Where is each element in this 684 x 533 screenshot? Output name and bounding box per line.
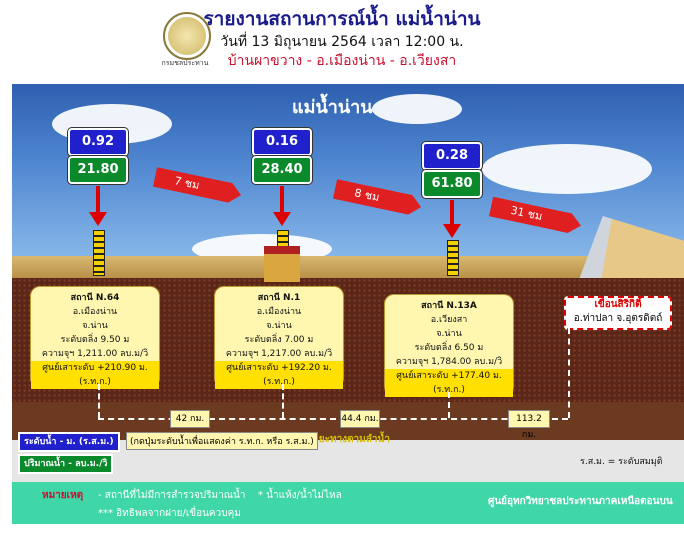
distance-connector: [98, 384, 100, 418]
rid-logo-icon: [163, 12, 211, 60]
station-flow-value: 21.80: [68, 156, 128, 184]
pointer-arrow-head: [443, 224, 461, 238]
travel-time: 31 ชม: [509, 203, 544, 224]
ground-strip: [12, 256, 684, 278]
legend-flow: ปริมาณน้ำ - ลบ.ม./วิ: [18, 454, 114, 474]
station-district: อ.เมืองน่าน: [72, 307, 118, 317]
distance-badge: 44.4 กม.: [340, 410, 380, 428]
legend-level[interactable]: ระดับน้ำ - ม. (ร.ส.ม.): [18, 432, 120, 452]
dam-location: อ.ท่าปลา จ.อุตรดิตถ์: [573, 313, 663, 324]
cloud: [372, 94, 462, 124]
staff-gauge-icon: [93, 230, 105, 276]
station-capacity: ความจุฯ 1,211.00 ลบ.ม/วิ: [41, 349, 149, 359]
station-bank-level: ระดับตลิ่ง 9.50 ม: [60, 335, 130, 345]
remark-no-survey: - สถานีที่ไม่มีการสำรวจปริมาณน้ำ: [98, 490, 246, 501]
station-flow-value: 61.80: [422, 170, 482, 198]
station-name: สถานี N.64: [70, 293, 120, 303]
station-flow-value: 28.40: [252, 156, 312, 184]
distance-connector: [282, 384, 284, 418]
remark-dry: * น้ำแห้ง/น้ำไม่ไหล: [258, 490, 342, 501]
station-province: จ.น่าน: [82, 321, 108, 331]
report-date: วันที่ 13 มิถุนายน 2564 เวลา 12:00 น.: [220, 34, 464, 50]
legend-area: [12, 440, 684, 482]
station-datum: ศูนย์เสาระดับ +210.90 ม.(ร.ท.ก.): [31, 361, 159, 389]
station-district: อ.เมืองน่าน: [256, 307, 302, 317]
distance-line: [98, 418, 568, 420]
station-name: สถานี N.13A: [421, 301, 477, 311]
distance-badge: 42 กม.: [170, 410, 210, 428]
station-bank-level: ระดับตลิ่ง 7.00 ม: [244, 335, 314, 345]
distance-connector: [568, 328, 570, 418]
rsm-note: ร.ส.ม. = ระดับสมมุติ: [580, 457, 663, 467]
report-title: รายงานสถานการณ์น้ำ แม่น้ำน่าน: [203, 8, 481, 30]
pointer-arrow-head: [89, 212, 107, 226]
station-datum: ศูนย์เสาระดับ +177.40 ม.(ร.ท.ก.): [385, 369, 513, 397]
toggle-hint: (กดปุ่มระดับน้ำเพื่อแสดงค่า ร.ท.ก. หรือ …: [126, 432, 318, 450]
travel-time: 8 ชม: [353, 186, 381, 205]
dam-name: เขื่อนสิริกิติ์: [594, 299, 642, 310]
pointer-arrow: [96, 186, 100, 214]
logo-caption: กรมชลประทาน: [161, 59, 209, 67]
station-bank-level: ระดับตลิ่ง 6.50 ม: [414, 343, 484, 353]
station-datum: ศูนย์เสาระดับ +192.20 ม.(ร.ท.ก.): [215, 361, 343, 389]
station-card[interactable]: สถานี N.1 อ.เมืองน่าน จ.น่าน ระดับตลิ่ง …: [214, 286, 344, 389]
station-card[interactable]: สถานี N.13A อ.เวียงสา จ.น่าน ระดับตลิ่ง …: [384, 294, 514, 397]
pointer-arrow-head: [273, 212, 291, 226]
station-capacity: ความจุฯ 1,217.00 ลบ.ม/วิ: [225, 349, 333, 359]
distance-connector: [448, 392, 450, 418]
station-province: จ.น่าน: [436, 329, 462, 339]
station-house-icon: [264, 246, 300, 282]
pointer-arrow: [450, 200, 454, 226]
station-capacity: ความจุฯ 1,784.00 ลบ.ม/วิ: [395, 357, 503, 367]
river-scene: แม่น้ำน่าน 0.92 21.80 0.16 28.40 0.28 61…: [12, 84, 684, 524]
staff-gauge-icon: [447, 240, 459, 276]
station-level-button[interactable]: 0.28: [422, 142, 482, 170]
travel-time: 7 ชม: [173, 174, 201, 193]
distance-label: ระยะทางตามลำน้ำ: [308, 434, 390, 445]
remark-title: หมายเหตุ: [42, 490, 84, 501]
dam-card[interactable]: เขื่อนสิริกิติ์ อ.ท่าปลา จ.อุตรดิตถ์: [564, 296, 672, 330]
river-name: แม่น้ำน่าน: [292, 97, 373, 118]
pointer-arrow: [280, 186, 284, 214]
remarks-band: [12, 482, 684, 524]
center-name: ศูนย์อุทกวิทยาชลประทานภาคเหนือตอนบน: [488, 496, 673, 507]
distance-badge: 113.2 กม.: [508, 410, 550, 440]
station-level-button[interactable]: 0.16: [252, 128, 312, 156]
remark-dam-influence: *** อิทธิพลจากฝาย/เขื่อนควบคุม: [98, 508, 241, 519]
station-level-button[interactable]: 0.92: [68, 128, 128, 156]
station-district: อ.เวียงสา: [430, 315, 468, 325]
cloud: [482, 144, 652, 194]
station-province: จ.น่าน: [266, 321, 292, 331]
report-location: บ้านผาขวาง - อ.เมืองน่าน - อ.เวียงสา: [227, 53, 457, 69]
station-name: สถานี N.1: [257, 293, 301, 303]
station-card[interactable]: สถานี N.64 อ.เมืองน่าน จ.น่าน ระดับตลิ่ง…: [30, 286, 160, 389]
